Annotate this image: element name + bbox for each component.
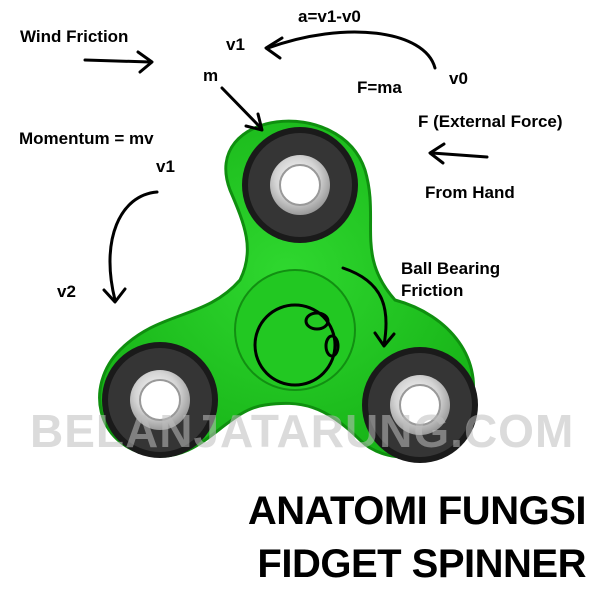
label-friction: Friction — [401, 281, 464, 300]
title-line-1: ANATOMI FUNGSI — [247, 489, 587, 533]
label-external-force: F (External Force) — [418, 112, 563, 131]
rotation-scribble — [253, 303, 340, 387]
label-momentum: Momentum = mv — [19, 129, 154, 148]
label-v0: v0 — [449, 69, 468, 88]
bearing-top — [242, 127, 358, 243]
label-v2: v2 — [57, 282, 76, 301]
label-f-ma: F=ma — [357, 78, 402, 97]
label-v1-top: v1 — [226, 35, 245, 54]
label-ball-bearing: Ball Bearing — [401, 259, 501, 278]
mass-arrow — [220, 86, 264, 132]
label-wind-friction: Wind Friction — [20, 27, 129, 46]
title-line-2: FIDGET SPINNER — [257, 542, 586, 586]
label-v1-left: v1 — [156, 157, 175, 176]
watermark: BELANJATARUNG.COM — [30, 405, 575, 457]
wind-arrow — [83, 50, 154, 74]
center-cap — [234, 269, 356, 391]
bearing-left — [102, 342, 218, 458]
label-from-hand: From Hand — [425, 183, 515, 202]
momentum-curve-arrow — [102, 190, 159, 304]
label-acceleration: a=v1-v0 — [298, 7, 361, 26]
accel-curve-arrow — [264, 30, 437, 70]
external-force-arrow — [428, 142, 489, 165]
bearing-right — [362, 347, 478, 463]
label-mass: m — [203, 66, 219, 85]
bearing-friction-curve-arrow — [341, 266, 396, 348]
